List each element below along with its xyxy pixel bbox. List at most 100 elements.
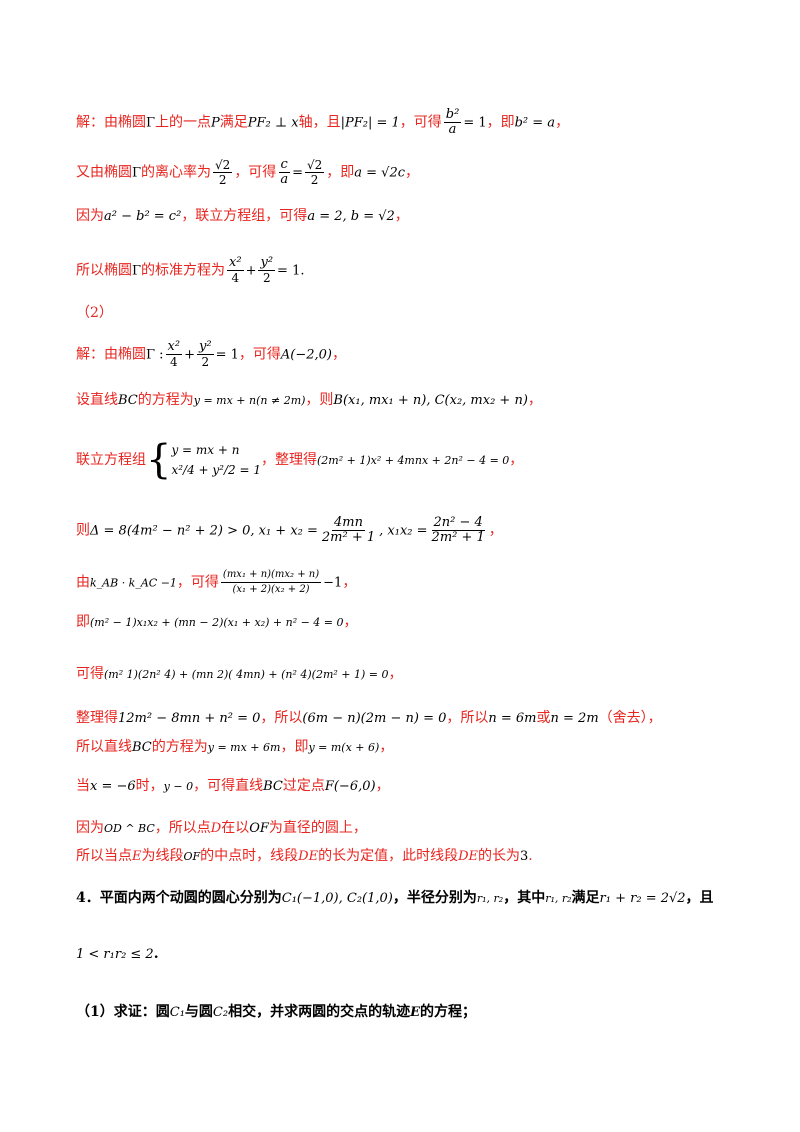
text: ，可得 bbox=[399, 114, 442, 131]
math: Γ bbox=[132, 165, 142, 181]
text: ，整理得 bbox=[260, 452, 317, 468]
text: （2） bbox=[76, 305, 113, 321]
text: （1）求证：圆 bbox=[76, 1004, 170, 1020]
denominator: (x₁ + 2)(x₂ + 2) bbox=[232, 584, 310, 595]
text: 为直径的圆上， bbox=[268, 820, 367, 836]
problem-4-statement: 4．平面内两个动圆的圆心分别为C₁(−1,0), C₂(1,0)，半径分别为r₁… bbox=[76, 888, 714, 909]
math: DE bbox=[298, 849, 319, 864]
math: r₁, r₂ bbox=[545, 892, 572, 905]
math: + bbox=[184, 347, 195, 363]
text: 的方程； bbox=[420, 1004, 477, 1020]
text: 的长为 bbox=[478, 848, 520, 864]
math: |PF₂| = 1 bbox=[340, 115, 400, 131]
math: n = 6m bbox=[488, 711, 537, 726]
text: ，且 bbox=[685, 890, 714, 906]
math: C₂ bbox=[212, 1005, 229, 1020]
text: ， bbox=[509, 452, 524, 468]
text: 即 bbox=[76, 614, 90, 630]
text: ， bbox=[375, 778, 390, 794]
text: ，即 bbox=[326, 164, 355, 181]
math: (m² − 1)x₁x₂ + (mn − 2)(x₁ + x₂) + n² − … bbox=[90, 616, 344, 629]
math: BC bbox=[132, 740, 152, 755]
denominator: 2 bbox=[201, 355, 210, 369]
denominator: 4 bbox=[170, 355, 178, 369]
text: ，即 bbox=[280, 739, 309, 755]
denominator: a bbox=[280, 172, 289, 187]
math: 3 bbox=[520, 849, 529, 864]
text: ， bbox=[331, 346, 346, 363]
math: F(−6,0) bbox=[324, 779, 376, 794]
solution-line-13: 所以直线BC的方程为y = mx + 6m，即y = m(x + 6)， bbox=[76, 737, 393, 758]
solution-line-12: 整理得12m² − 8mn + n² = 0，所以(6m − n)(2m − n… bbox=[76, 708, 662, 729]
text: ，所以点 bbox=[154, 820, 211, 836]
text: 相交，并求两圆的交点的轨迹 bbox=[228, 1004, 411, 1020]
solution-line-16: 所以当点E为线段OF的中点时，线段DE的长为定值，此时线段DE的长为3. bbox=[76, 846, 533, 867]
math: OD ^ BC bbox=[104, 822, 155, 835]
left-brace-icon: { bbox=[146, 437, 172, 483]
math: E bbox=[410, 1005, 421, 1020]
text: 或 bbox=[536, 710, 551, 726]
math: r₁, r₂ bbox=[476, 892, 504, 905]
text: . bbox=[153, 946, 159, 962]
text: ，则 bbox=[305, 392, 334, 408]
numerator: b² bbox=[443, 107, 462, 123]
text: ，可得 bbox=[234, 164, 277, 181]
text: 设直线 bbox=[76, 392, 118, 408]
text: 则 bbox=[76, 522, 90, 539]
denominator: 2 bbox=[262, 271, 271, 285]
math: BC bbox=[118, 393, 138, 408]
text: 因为 bbox=[76, 208, 104, 224]
text: 满足 bbox=[219, 114, 248, 131]
denominator: 2m² + 1 bbox=[321, 530, 376, 545]
numerator: x² bbox=[165, 339, 183, 355]
problem-4-condition: 1 < r₁r₂ ≤ 2. bbox=[76, 944, 159, 965]
text: ，其中 bbox=[503, 890, 546, 906]
text: ，可得 bbox=[238, 346, 281, 363]
math: −1 bbox=[323, 575, 343, 591]
math: Δ = 8(4m² − n² + 2) > 0, x₁ + x₂ = bbox=[90, 523, 318, 539]
text: 的中点时，线段 bbox=[200, 848, 299, 864]
math: B(x₁, mx₁ + n), C(x₂, mx₂ + n) bbox=[333, 393, 528, 408]
text: ， bbox=[405, 164, 420, 181]
text: 解：由椭圆 bbox=[76, 346, 146, 363]
math: b² = a bbox=[514, 115, 556, 131]
text: 因为 bbox=[76, 820, 104, 836]
math: D bbox=[210, 821, 222, 836]
math: a = 2, b = √2 bbox=[307, 209, 395, 224]
solution-line-10: 即(m² − 1)x₁x₂ + (mn − 2)(x₁ + x₂) + n² −… bbox=[76, 612, 358, 633]
math: P bbox=[211, 115, 220, 131]
solution-line-11: 可得(m² 1)(2n² 4) + (mn 2)( 4mn) + (n² 4)(… bbox=[76, 664, 403, 685]
math: y − 0 bbox=[163, 780, 194, 793]
text: 所以当点 bbox=[76, 848, 132, 864]
system-row: y = mx + n bbox=[171, 443, 240, 457]
numerator: (mx₁ + n)(mx₂ + n) bbox=[220, 568, 322, 583]
text: ， bbox=[388, 666, 403, 682]
text: （舍去）， bbox=[598, 710, 662, 726]
text: 的标准方程为 bbox=[141, 262, 226, 279]
math: 1 < r₁r₂ ≤ 2 bbox=[76, 947, 154, 962]
text: 所以直线 bbox=[76, 739, 132, 755]
text: ，即 bbox=[486, 114, 515, 131]
math: BC bbox=[263, 779, 283, 794]
text: 可得 bbox=[76, 666, 104, 682]
denominator: 4 bbox=[231, 271, 240, 285]
text: 又由椭圆 bbox=[76, 164, 132, 181]
text: 整理得 bbox=[76, 710, 118, 726]
denominator: 2 bbox=[310, 173, 319, 187]
text: 4．平面内两个动圆的圆心分别为 bbox=[76, 890, 282, 906]
math: = 1. bbox=[277, 263, 305, 279]
math: + bbox=[245, 263, 257, 279]
text: 联立方程组 bbox=[76, 452, 146, 468]
math: k_AB · k_AC −1 bbox=[90, 576, 177, 590]
